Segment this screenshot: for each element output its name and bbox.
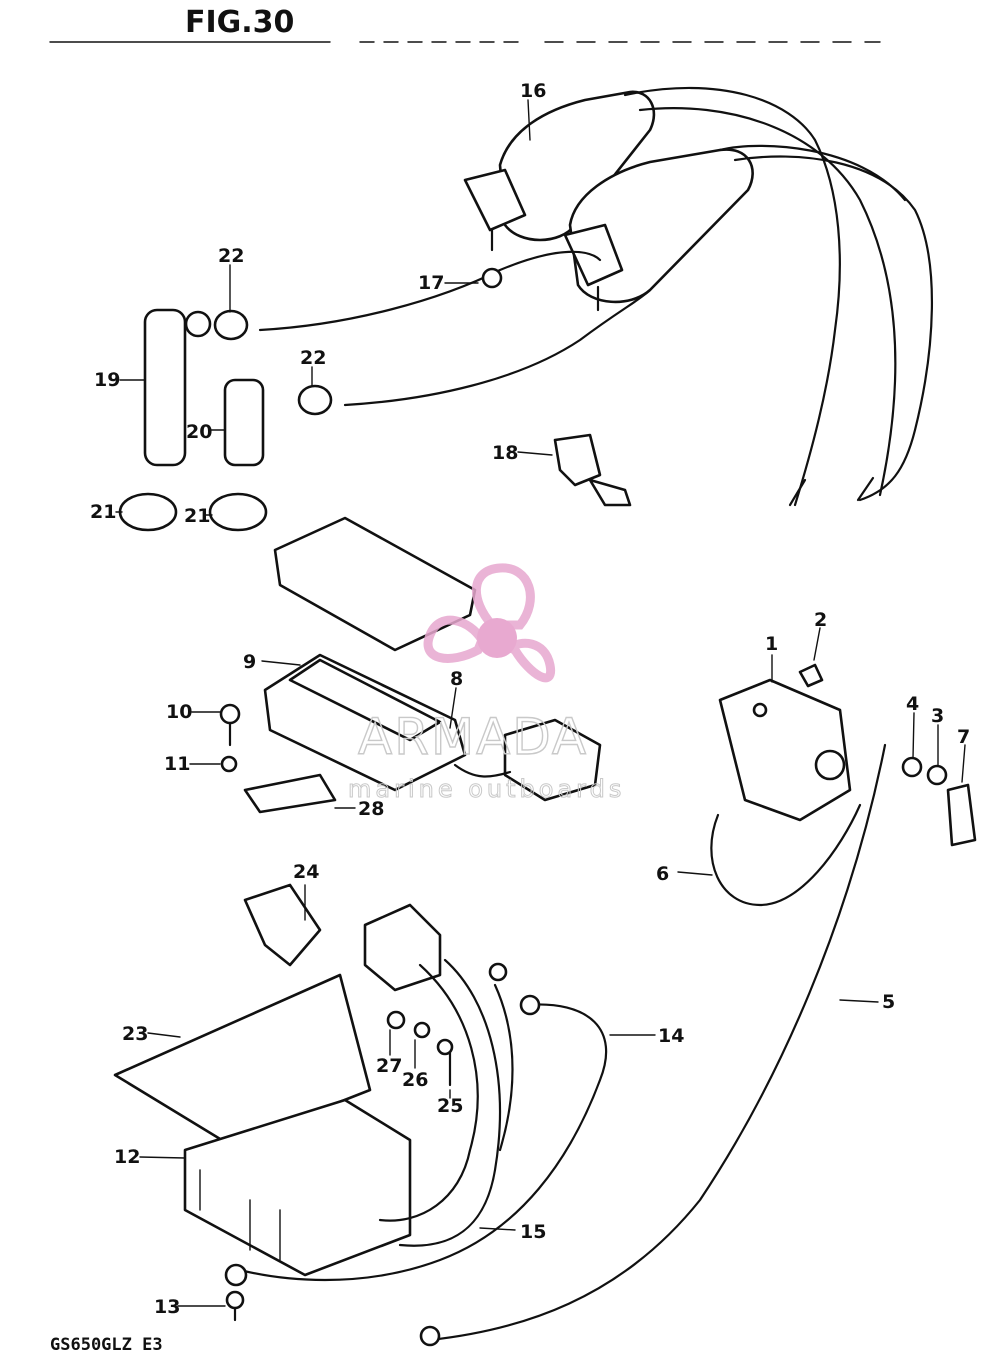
starter-relay: [428, 663, 977, 1342]
callout-13: 13: [154, 1296, 180, 1318]
callout-12: 12: [114, 1146, 140, 1168]
callout-24: 24: [293, 861, 319, 883]
figure-title: FIG.30: [185, 5, 294, 40]
callout-9: 9: [243, 651, 256, 673]
callout-4: 4: [906, 693, 919, 715]
model-code: GS650GLZ E3: [50, 1335, 163, 1355]
callout-22b: 22: [300, 347, 326, 369]
callout-19: 19: [94, 369, 120, 391]
callout-10: 10: [166, 701, 192, 723]
callout-16: 16: [520, 80, 546, 102]
callout-20: 20: [186, 421, 212, 443]
watermark-brand: ARMADA: [358, 708, 588, 766]
callout-21b: 21: [184, 505, 210, 527]
callout-2: 2: [814, 609, 827, 631]
callout-21a: 21: [90, 501, 116, 523]
callout-7: 7: [957, 726, 970, 748]
callout-22a: 22: [218, 245, 244, 267]
ignition-coil-assembly: [463, 86, 933, 507]
callout-3: 3: [931, 705, 944, 727]
callout-23: 23: [122, 1023, 148, 1045]
regulator-rectifier-assembly: [113, 883, 608, 1347]
high-tension-leads: [118, 250, 652, 532]
callout-26: 26: [402, 1069, 428, 1091]
callout-6: 6: [656, 863, 669, 885]
callout-11: 11: [164, 753, 190, 775]
callout-14: 14: [658, 1025, 684, 1047]
leader-lines: [115, 99, 966, 1307]
callout-28: 28: [358, 798, 384, 820]
callout-17: 17: [418, 272, 444, 294]
wire-terminal: [553, 433, 632, 507]
callout-5: 5: [882, 991, 895, 1013]
propeller-logo-icon: [423, 563, 556, 683]
fuse-box: [219, 516, 602, 814]
callout-1: 1: [765, 633, 778, 655]
watermark-tagline: marine outboards: [348, 775, 625, 803]
callout-15: 15: [520, 1221, 546, 1243]
callout-8: 8: [450, 668, 463, 690]
callout-18: 18: [492, 442, 518, 464]
callout-27: 27: [376, 1055, 402, 1077]
callout-25: 25: [437, 1095, 463, 1117]
callout-labels: 1 2 3 4 5 6 7 8 9 10 11 12 13 14 15 16 1…: [90, 80, 970, 1318]
